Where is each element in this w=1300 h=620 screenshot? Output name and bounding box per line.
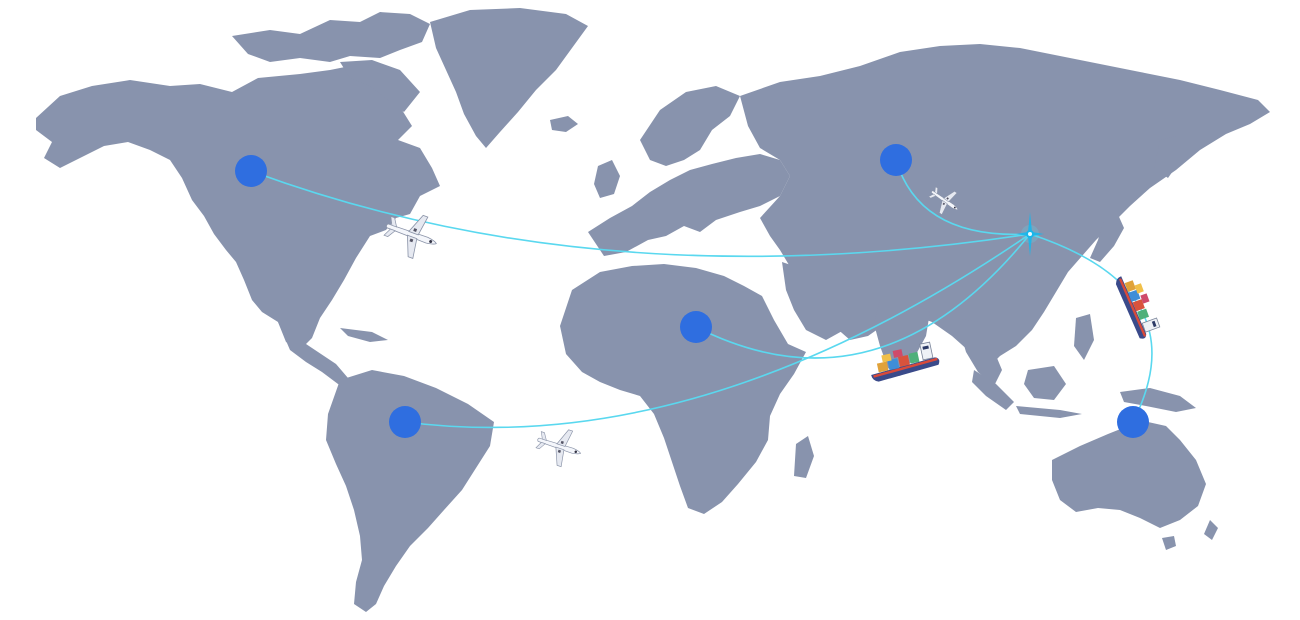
- cargo-ship-icon: [1112, 268, 1163, 343]
- island-new-guinea: [1120, 388, 1196, 412]
- airplane-icon: [531, 421, 587, 472]
- island-baffin: [340, 60, 420, 112]
- island-tasmania: [1162, 536, 1176, 550]
- island-britain: [594, 160, 620, 198]
- continent-north-america: [36, 64, 440, 350]
- continent-australia: [1052, 422, 1206, 528]
- location-dot-africa[interactable]: [680, 311, 712, 343]
- island-madagascar: [794, 436, 814, 478]
- continent-greenland: [430, 8, 588, 148]
- route-hub-russia: [895, 159, 1031, 236]
- island-caribbean: [340, 328, 388, 342]
- island-arctic-canada: [232, 12, 430, 62]
- island-iceland: [550, 116, 578, 132]
- route-hub-north-america: [250, 170, 1031, 258]
- island-java: [1016, 406, 1082, 418]
- land-layer: [36, 8, 1270, 612]
- continent-asia: [740, 44, 1270, 370]
- island-japan: [1090, 210, 1124, 262]
- region-arabia: [782, 262, 852, 340]
- location-dot-north-america[interactable]: [235, 155, 267, 187]
- continent-central-america: [278, 322, 358, 396]
- region-scandinavia: [640, 86, 740, 166]
- island-philippines: [1074, 314, 1094, 360]
- continent-south-america: [326, 370, 494, 612]
- location-dot-russia[interactable]: [880, 144, 912, 176]
- island-sumatra: [972, 370, 1014, 410]
- region-southeast-asia: [956, 318, 1002, 386]
- location-dot-south-america[interactable]: [389, 406, 421, 438]
- route-hub-africa: [695, 233, 1031, 359]
- region-kamchatka: [1154, 136, 1182, 178]
- route-hub-south-america: [404, 233, 1031, 429]
- nodes-layer: [235, 144, 1149, 438]
- island-new-zealand: [1204, 520, 1218, 540]
- sparkle-hub-icon: [1016, 212, 1044, 256]
- island-borneo: [1024, 366, 1066, 400]
- location-dot-australia[interactable]: [1117, 406, 1149, 438]
- continent-europe: [588, 154, 790, 256]
- continent-africa: [560, 264, 806, 514]
